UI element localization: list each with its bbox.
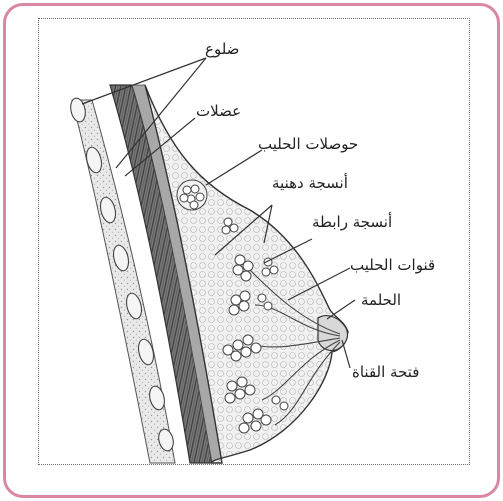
label-muscles: عضلات [196, 104, 241, 119]
label-milk-ducts: قنوات الحليب [350, 258, 435, 273]
label-nipple: الحلمة [361, 293, 401, 308]
label-fatty-tissue: أنسجة دهنية [272, 176, 348, 191]
label-milk-lobules: حوصلات الحليب [258, 137, 358, 152]
label-connective-tissue: أنسجة رابطة [312, 215, 392, 230]
label-duct-opening: فتحة القناة [352, 365, 419, 380]
label-ribs: ضلوع [205, 42, 239, 57]
